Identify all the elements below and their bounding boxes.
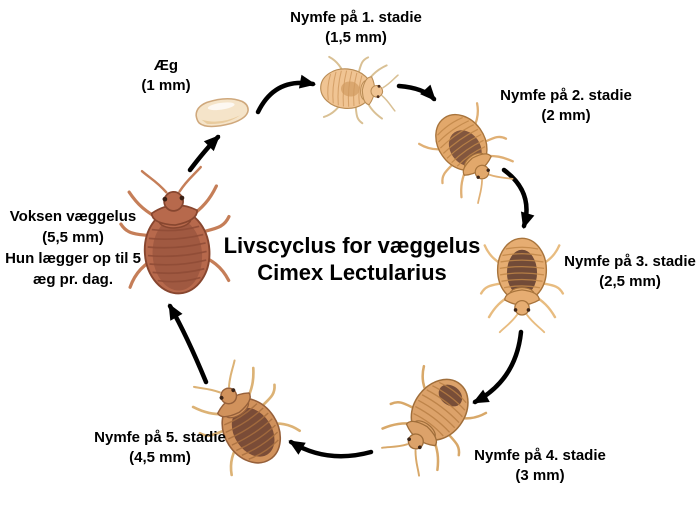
nymph1-illustration xyxy=(310,51,403,128)
stage-name: Nymfe på 4. stadie xyxy=(474,447,606,464)
stage-size: (5,5 mm) xyxy=(42,229,104,246)
stage-size: (1 mm) xyxy=(141,77,191,94)
stage-name: Nymfe på 2. stadie xyxy=(500,87,632,104)
stage-label-egg: Æg (1 mm) xyxy=(106,56,226,96)
stage-size: (4,5 mm) xyxy=(129,449,191,466)
stage-size: (1,5 mm) xyxy=(325,29,387,46)
stage-name: Nymfe på 5. stadie xyxy=(94,429,226,446)
nymph5-illustration xyxy=(173,345,316,494)
stage-label-nymph2: Nymfe på 2. stadie (2 mm) xyxy=(486,86,646,126)
stage-size: (3 mm) xyxy=(515,467,565,484)
stage-label-nymph1: Nymfe på 1. stadie (1,5 mm) xyxy=(276,8,436,48)
stage-name: Nymfe på 1. stadie xyxy=(290,9,422,26)
stage-label-nymph5: Nymfe på 5. stadie (4,5 mm) xyxy=(80,428,240,468)
arrow-nymph1-to-nymph2 xyxy=(396,83,437,102)
adult-illustration xyxy=(114,160,238,311)
nymph3-illustration xyxy=(479,228,565,336)
stage-label-nymph3: Nymfe på 3. stadie (2,5 mm) xyxy=(560,252,700,292)
stage-label-adult: Voksen væggelus (5,5 mm) Hun lægger op t… xyxy=(0,206,146,290)
nymph4-illustration xyxy=(362,348,501,492)
stage-note2: æg pr. dag. xyxy=(32,271,113,288)
stage-name: Æg xyxy=(153,57,179,74)
arrow-egg-to-nymph1 xyxy=(255,74,316,115)
title-line1: Livscyclus for væggelus xyxy=(223,233,481,258)
cycle-title: Livscyclus for væggelus Cimex Lectulariu… xyxy=(192,232,512,286)
stage-label-nymph4: Nymfe på 4. stadie (3 mm) xyxy=(460,446,620,486)
stage-note1: Hun lægger op til 5 xyxy=(5,250,141,267)
stage-name: Voksen væggelus xyxy=(9,208,137,225)
nymph2-illustration xyxy=(405,87,531,218)
title-line2: Cimex Lectularius xyxy=(257,260,447,285)
stage-size: (2,5 mm) xyxy=(599,273,661,290)
stage-name: Nymfe på 3. stadie xyxy=(564,253,696,270)
arrow-nymph5-to-adult xyxy=(167,303,209,385)
stage-size: (2 mm) xyxy=(541,107,591,124)
egg-illustration xyxy=(191,91,253,133)
